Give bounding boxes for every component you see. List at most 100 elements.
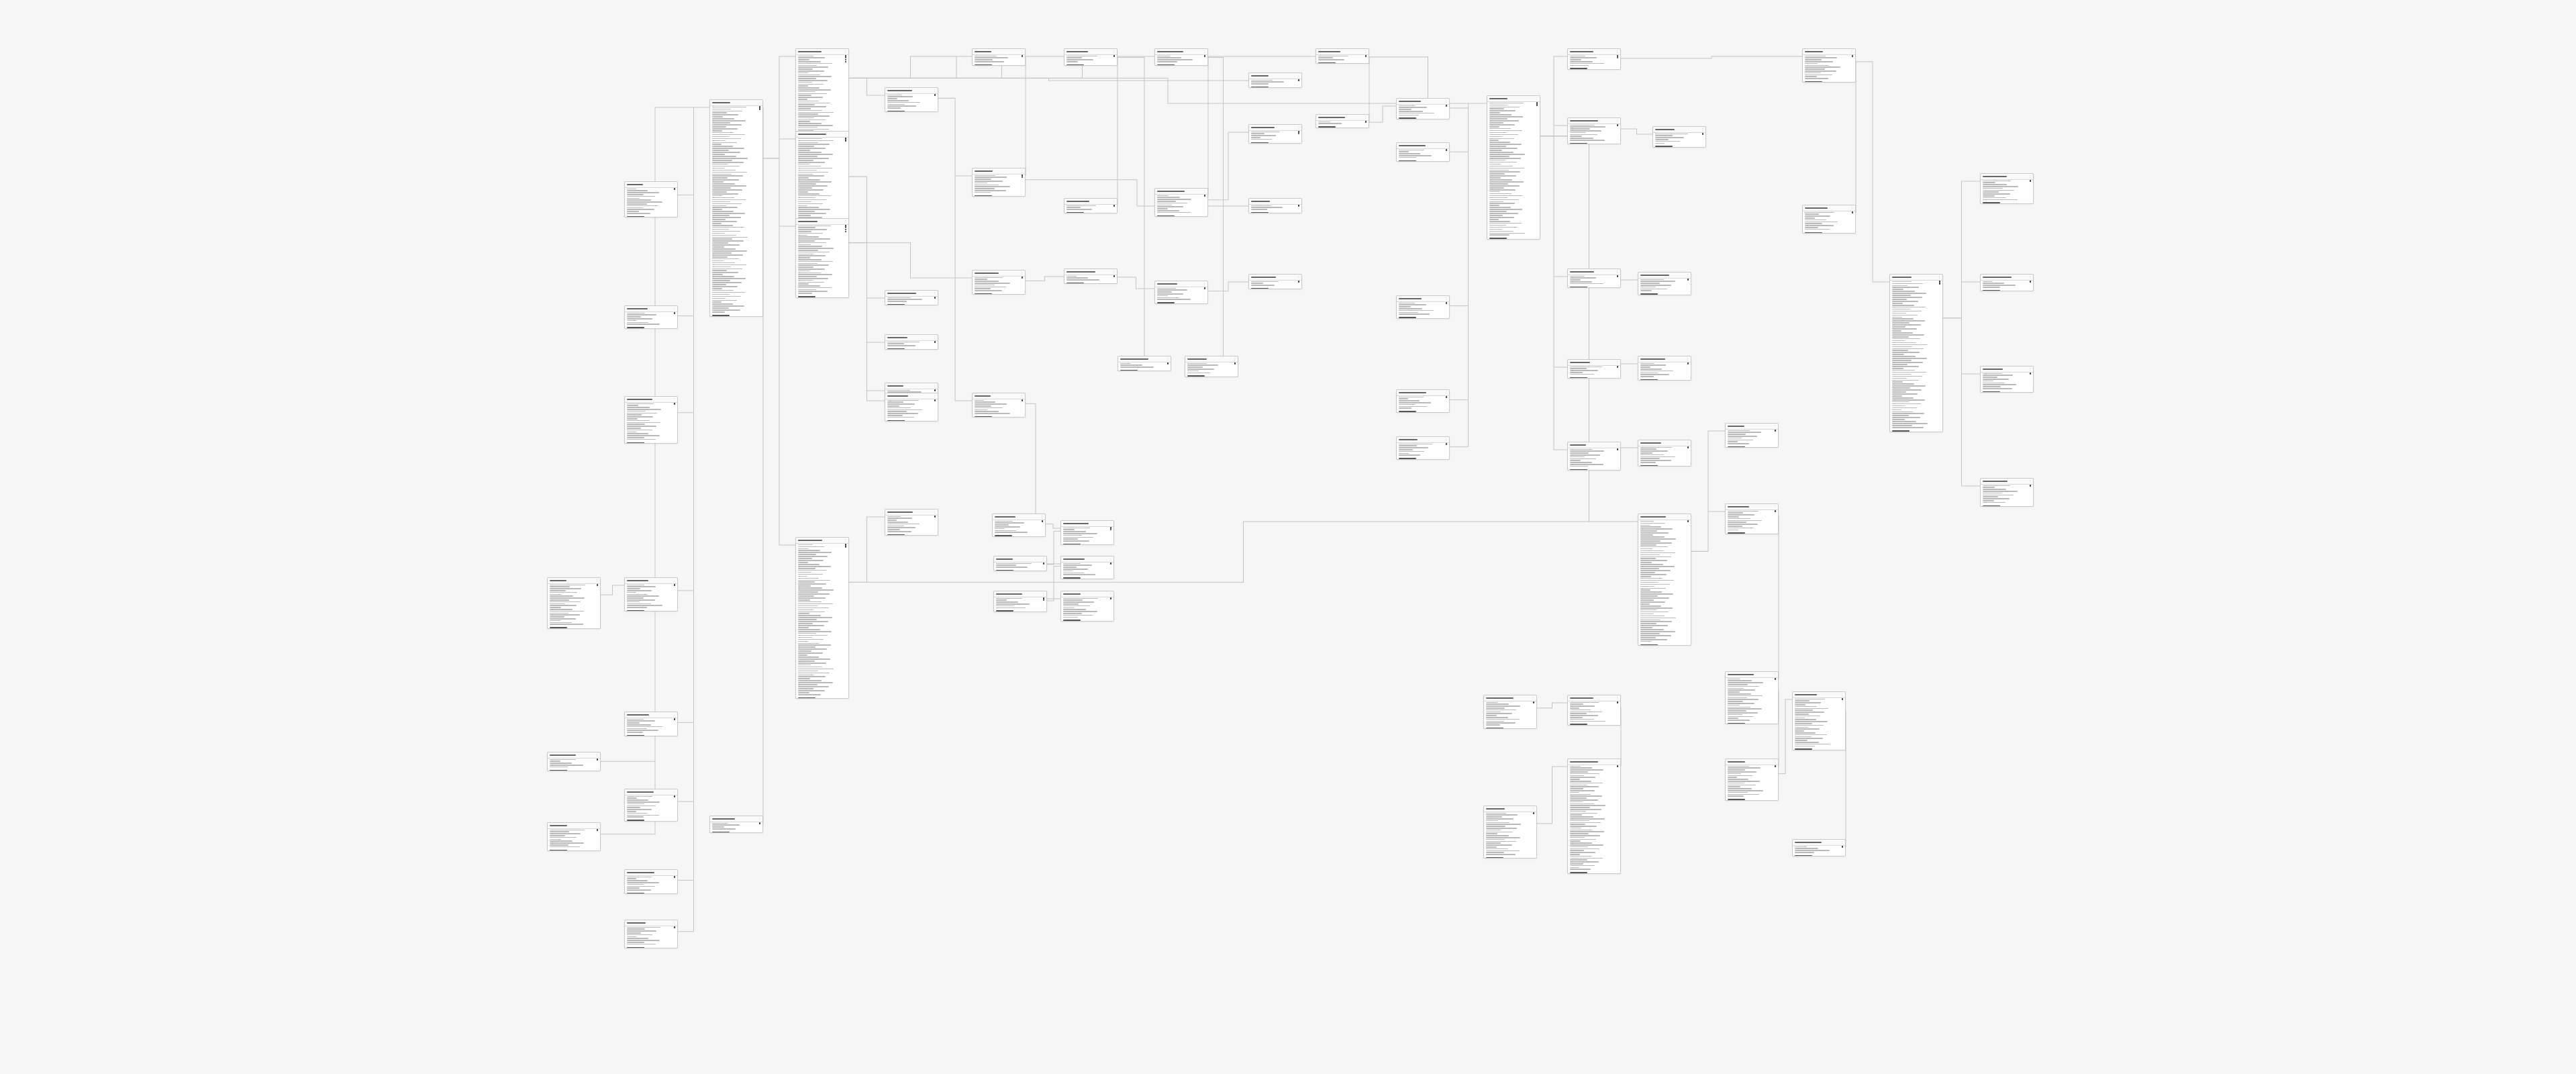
entity-table[interactable]: ⋮ — [1185, 356, 1238, 377]
table-header[interactable]: ⋮ — [1568, 269, 1620, 275]
entity-table[interactable]: ⋮ — [1725, 503, 1779, 534]
table-menu-icon[interactable]: ⋮ — [844, 220, 847, 223]
table-header[interactable]: ⋮ — [548, 578, 600, 584]
entity-table[interactable]: ⋮ — [1567, 48, 1621, 70]
table-header[interactable]: ⋮ — [1568, 759, 1620, 765]
table-header[interactable]: ⋮ — [1249, 125, 1301, 131]
table-header[interactable]: ⋮ — [1638, 356, 1691, 362]
table-header[interactable]: ⋮ — [1484, 695, 1536, 701]
entity-table[interactable]: ⋮ — [972, 48, 1026, 66]
entity-table[interactable]: ⋮ — [1248, 198, 1302, 214]
table-header[interactable]: ⋮ — [885, 291, 938, 297]
table-menu-icon[interactable]: ⋮ — [1109, 522, 1112, 525]
entity-table[interactable]: ⋮ — [1154, 188, 1208, 217]
table-header[interactable]: ⋮ — [1249, 275, 1301, 281]
table-header[interactable]: ⋮ — [710, 100, 762, 106]
entity-table[interactable]: ⋮ — [1396, 436, 1450, 460]
table-menu-icon[interactable]: ⋮ — [1616, 119, 1619, 122]
table-header[interactable]: ⋮ — [1793, 840, 1845, 846]
table-menu-icon[interactable]: ⋮ — [1686, 516, 1689, 518]
table-menu-icon[interactable]: ⋮ — [1042, 593, 1045, 595]
table-header[interactable]: ⋮ — [1568, 695, 1620, 701]
entity-table[interactable]: ⋮ — [1567, 442, 1621, 471]
table-header[interactable]: ⋮ — [548, 823, 600, 829]
table-menu-icon[interactable]: ⋮ — [1773, 673, 1777, 676]
table-menu-icon[interactable]: ⋮ — [933, 89, 936, 92]
table-header[interactable]: ⋮ — [1487, 96, 1540, 102]
table-header[interactable]: ⋮ — [1155, 281, 1207, 287]
entity-table[interactable]: ⋮ — [795, 218, 849, 298]
table-header[interactable]: ⋮ — [1803, 49, 1855, 55]
table-menu-icon[interactable]: ⋮ — [1773, 761, 1777, 763]
table-header[interactable]: ⋮ — [1726, 759, 1778, 765]
table-menu-icon[interactable]: ⋮ — [1616, 361, 1619, 364]
table-menu-icon[interactable]: ⋮ — [1233, 358, 1236, 360]
table-header[interactable]: ⋮ — [796, 132, 848, 138]
entity-table[interactable]: ⋮ — [1567, 695, 1621, 726]
table-menu-icon[interactable]: ⋮ — [1364, 50, 1367, 53]
table-menu-icon[interactable]: ⋮ — [933, 292, 936, 295]
entity-table[interactable]: ⋮ — [1725, 423, 1779, 448]
entity-table[interactable]: ⋮ — [1567, 117, 1621, 145]
table-menu-icon[interactable]: ⋮ — [595, 754, 599, 756]
table-header[interactable]: ⋮ — [1061, 521, 1113, 527]
table-header[interactable]: ⋮ — [625, 712, 677, 718]
table-menu-icon[interactable]: ⋮ — [1840, 841, 1844, 844]
entity-table[interactable]: ⋮ — [795, 537, 849, 699]
table-menu-icon[interactable]: ⋮ — [844, 50, 847, 53]
entity-table[interactable]: ⋮ — [1064, 198, 1118, 214]
table-header[interactable]: ⋮ — [1638, 273, 1691, 279]
table-menu-icon[interactable]: ⋮ — [1112, 50, 1116, 53]
table-menu-icon[interactable]: ⋮ — [595, 824, 599, 827]
table-header[interactable]: ⋮ — [625, 306, 677, 312]
table-menu-icon[interactable]: ⋮ — [1773, 425, 1777, 428]
table-menu-icon[interactable]: ⋮ — [1444, 100, 1448, 103]
entity-table[interactable]: ⋮ — [624, 920, 678, 948]
table-header[interactable]: ⋮ — [973, 271, 1025, 277]
table-header[interactable]: ⋮ — [625, 920, 677, 926]
table-menu-icon[interactable]: ⋮ — [1616, 444, 1619, 446]
entity-table[interactable]: ⋮ — [1060, 591, 1114, 622]
table-header[interactable]: ⋮ — [1064, 269, 1117, 275]
entity-table[interactable]: ⋮ — [1567, 759, 1621, 874]
table-menu-icon[interactable]: ⋮ — [2028, 175, 2032, 178]
table-header[interactable]: ⋮ — [1653, 127, 1705, 133]
table-header[interactable]: ⋮ — [1316, 49, 1369, 55]
table-menu-icon[interactable]: ⋮ — [1203, 50, 1206, 53]
entity-table[interactable]: ⋮ — [885, 393, 938, 422]
table-menu-icon[interactable]: ⋮ — [1297, 200, 1300, 203]
entity-table[interactable]: ⋮ — [885, 87, 938, 113]
table-header[interactable]: ⋮ — [1638, 440, 1691, 446]
table-menu-icon[interactable]: ⋮ — [673, 579, 676, 582]
table-menu-icon[interactable]: ⋮ — [933, 395, 936, 397]
entity-table[interactable]: ⋮ — [547, 822, 601, 851]
entity-table[interactable]: ⋮ — [1316, 114, 1369, 128]
table-menu-icon[interactable]: ⋮ — [1616, 761, 1619, 763]
table-header[interactable]: ⋮ — [1185, 356, 1238, 362]
table-menu-icon[interactable]: ⋮ — [673, 398, 676, 401]
entity-table[interactable]: ⋮ — [993, 591, 1047, 612]
table-menu-icon[interactable]: ⋮ — [1297, 276, 1300, 279]
entity-table[interactable]: ⋮ — [1248, 72, 1302, 89]
table-header[interactable]: ⋮ — [1249, 73, 1301, 79]
table-header[interactable]: ⋮ — [1397, 437, 1449, 443]
entity-table[interactable]: ⋮ — [1980, 366, 2034, 393]
entity-table[interactable]: ⋮ — [1889, 274, 1943, 432]
table-menu-icon[interactable]: ⋮ — [1109, 558, 1112, 560]
table-menu-icon[interactable]: ⋮ — [1297, 75, 1300, 77]
table-menu-icon[interactable]: ⋮ — [673, 791, 676, 793]
table-header[interactable]: ⋮ — [973, 393, 1025, 399]
table-menu-icon[interactable]: ⋮ — [844, 133, 847, 136]
table-header[interactable]: ⋮ — [1981, 479, 2033, 485]
table-header[interactable]: ⋮ — [710, 816, 762, 822]
table-header[interactable]: ⋮ — [796, 49, 848, 55]
table-header[interactable]: ⋮ — [1064, 49, 1117, 55]
table-header[interactable]: ⋮ — [1484, 806, 1536, 812]
table-header[interactable]: ⋮ — [973, 168, 1025, 175]
table-header[interactable]: ⋮ — [973, 49, 1025, 55]
entity-table[interactable]: ⋮ — [972, 270, 1026, 295]
table-menu-icon[interactable]: ⋮ — [1938, 276, 1941, 279]
table-menu-icon[interactable]: ⋮ — [1020, 50, 1024, 53]
table-menu-icon[interactable]: ⋮ — [1616, 697, 1619, 699]
table-header[interactable]: ⋮ — [1118, 356, 1171, 362]
